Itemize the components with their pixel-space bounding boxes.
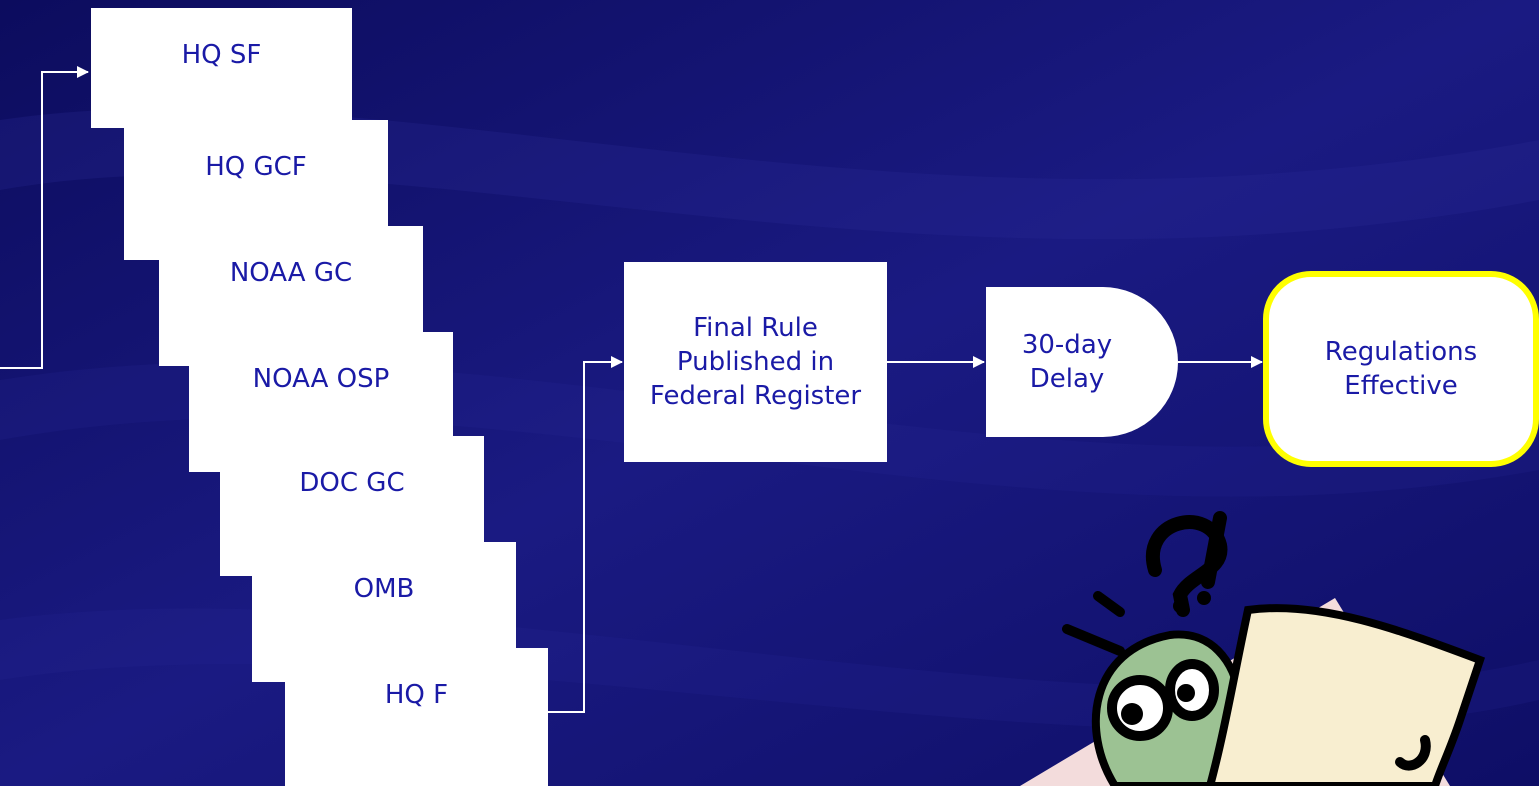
review-step-label: DOC GC bbox=[299, 468, 405, 498]
review-step-label: NOAA GC bbox=[229, 258, 353, 288]
review-step-label: NOAA OSP bbox=[252, 364, 390, 394]
review-step-hq-sf: HQ SF bbox=[91, 8, 352, 128]
input-arrow bbox=[0, 66, 89, 369]
effective-label: Regulations Effective bbox=[1324, 337, 1478, 401]
final-rule-box: Final Rule Published in Federal Register bbox=[624, 262, 887, 462]
hq-f-to-final-rule-arrow bbox=[548, 356, 623, 713]
delay-label: 30-day Delay bbox=[1021, 330, 1113, 394]
confused-reader-cartoon-icon bbox=[1020, 511, 1486, 786]
regulations-effective-box: Regulations Effective bbox=[1263, 271, 1539, 467]
review-step-label: HQ GCF bbox=[205, 152, 307, 182]
final-rule-label: Final Rule Published in Federal Register bbox=[649, 313, 862, 411]
delay-box: 30-day Delay bbox=[986, 287, 1178, 437]
review-step-hq-f: HQ F bbox=[285, 648, 548, 786]
review-step-label: HQ F bbox=[384, 680, 449, 710]
review-step-label: HQ SF bbox=[181, 40, 262, 70]
review-step-label: OMB bbox=[353, 574, 415, 604]
